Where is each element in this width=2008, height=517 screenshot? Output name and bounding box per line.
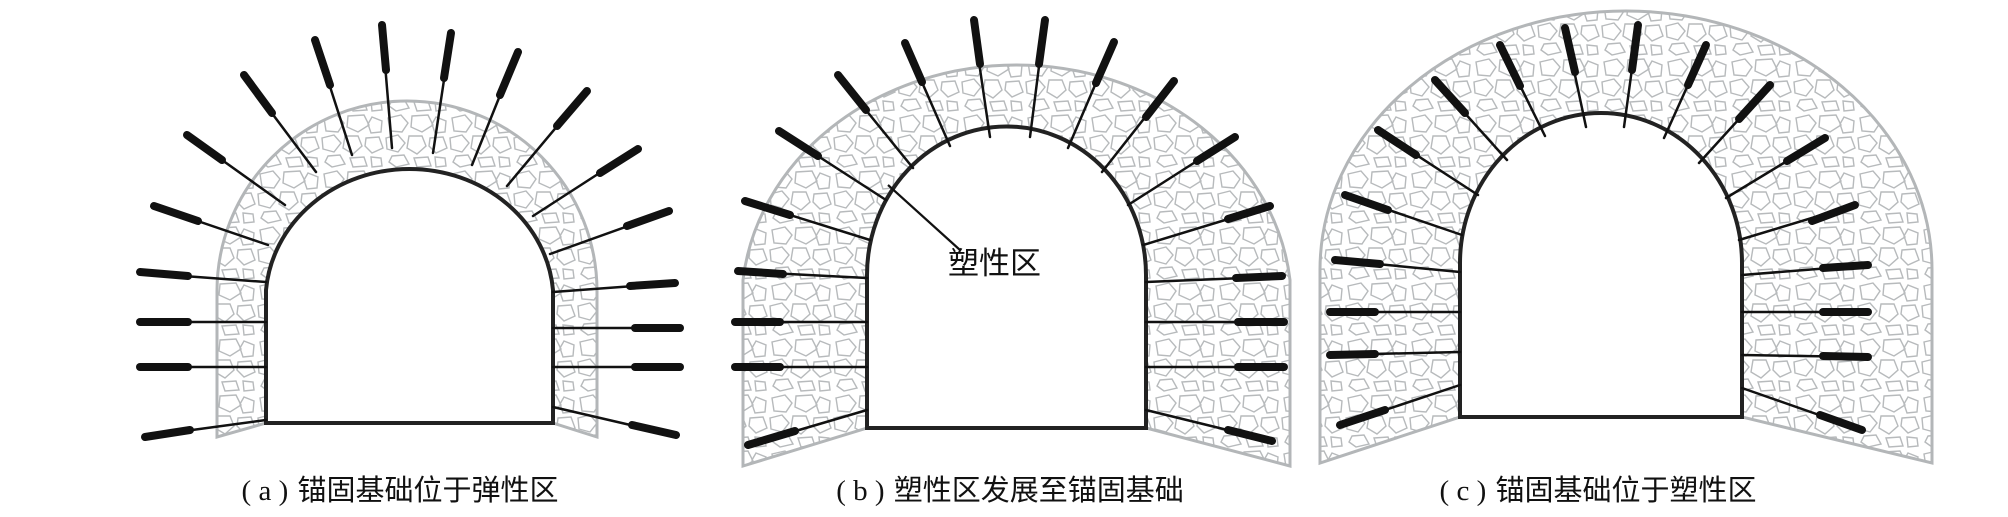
caption-b-letter: b (845, 475, 875, 507)
caption-a-letter: a (251, 475, 279, 507)
rock-bolts-c (1326, 21, 1872, 434)
caption-b-paren-close: ) (874, 475, 885, 507)
rock-bolts-b (731, 16, 1288, 449)
tunnel-lining-a (264, 167, 555, 425)
caption-c: ( c ) 锚固基础位于塑性区 (1398, 470, 1798, 510)
caption-b: ( b ) 塑性区发展至锚固基础 (790, 470, 1230, 510)
tunnel-lining-c (1458, 111, 1744, 419)
panel-c (1318, 9, 1934, 466)
caption-c-paren-close: ) (1476, 475, 1487, 507)
rock-bolts-a (136, 21, 684, 441)
caption-c-letter: c (1449, 475, 1477, 507)
panel-b (731, 16, 1292, 469)
caption-a-paren-close: ) (278, 475, 289, 507)
panel-a (136, 21, 684, 441)
annotation-leader-b (887, 184, 961, 251)
tunnel-lining-b (865, 124, 1148, 430)
caption-b-paren-open: ( (836, 475, 846, 507)
caption-a-text: 锚固基础位于弹性区 (297, 473, 559, 507)
caption-a-paren-open: ( (241, 475, 252, 507)
caption-c-paren-open: ( (1439, 475, 1450, 507)
caption-a: ( a ) 锚固基础位于弹性区 (200, 470, 600, 510)
plastic-zone-label: 塑性区 (948, 246, 1041, 282)
caption-b-text: 塑性区发展至锚固基础 (893, 473, 1184, 507)
caption-c-text: 锚固基础位于塑性区 (1495, 473, 1757, 507)
